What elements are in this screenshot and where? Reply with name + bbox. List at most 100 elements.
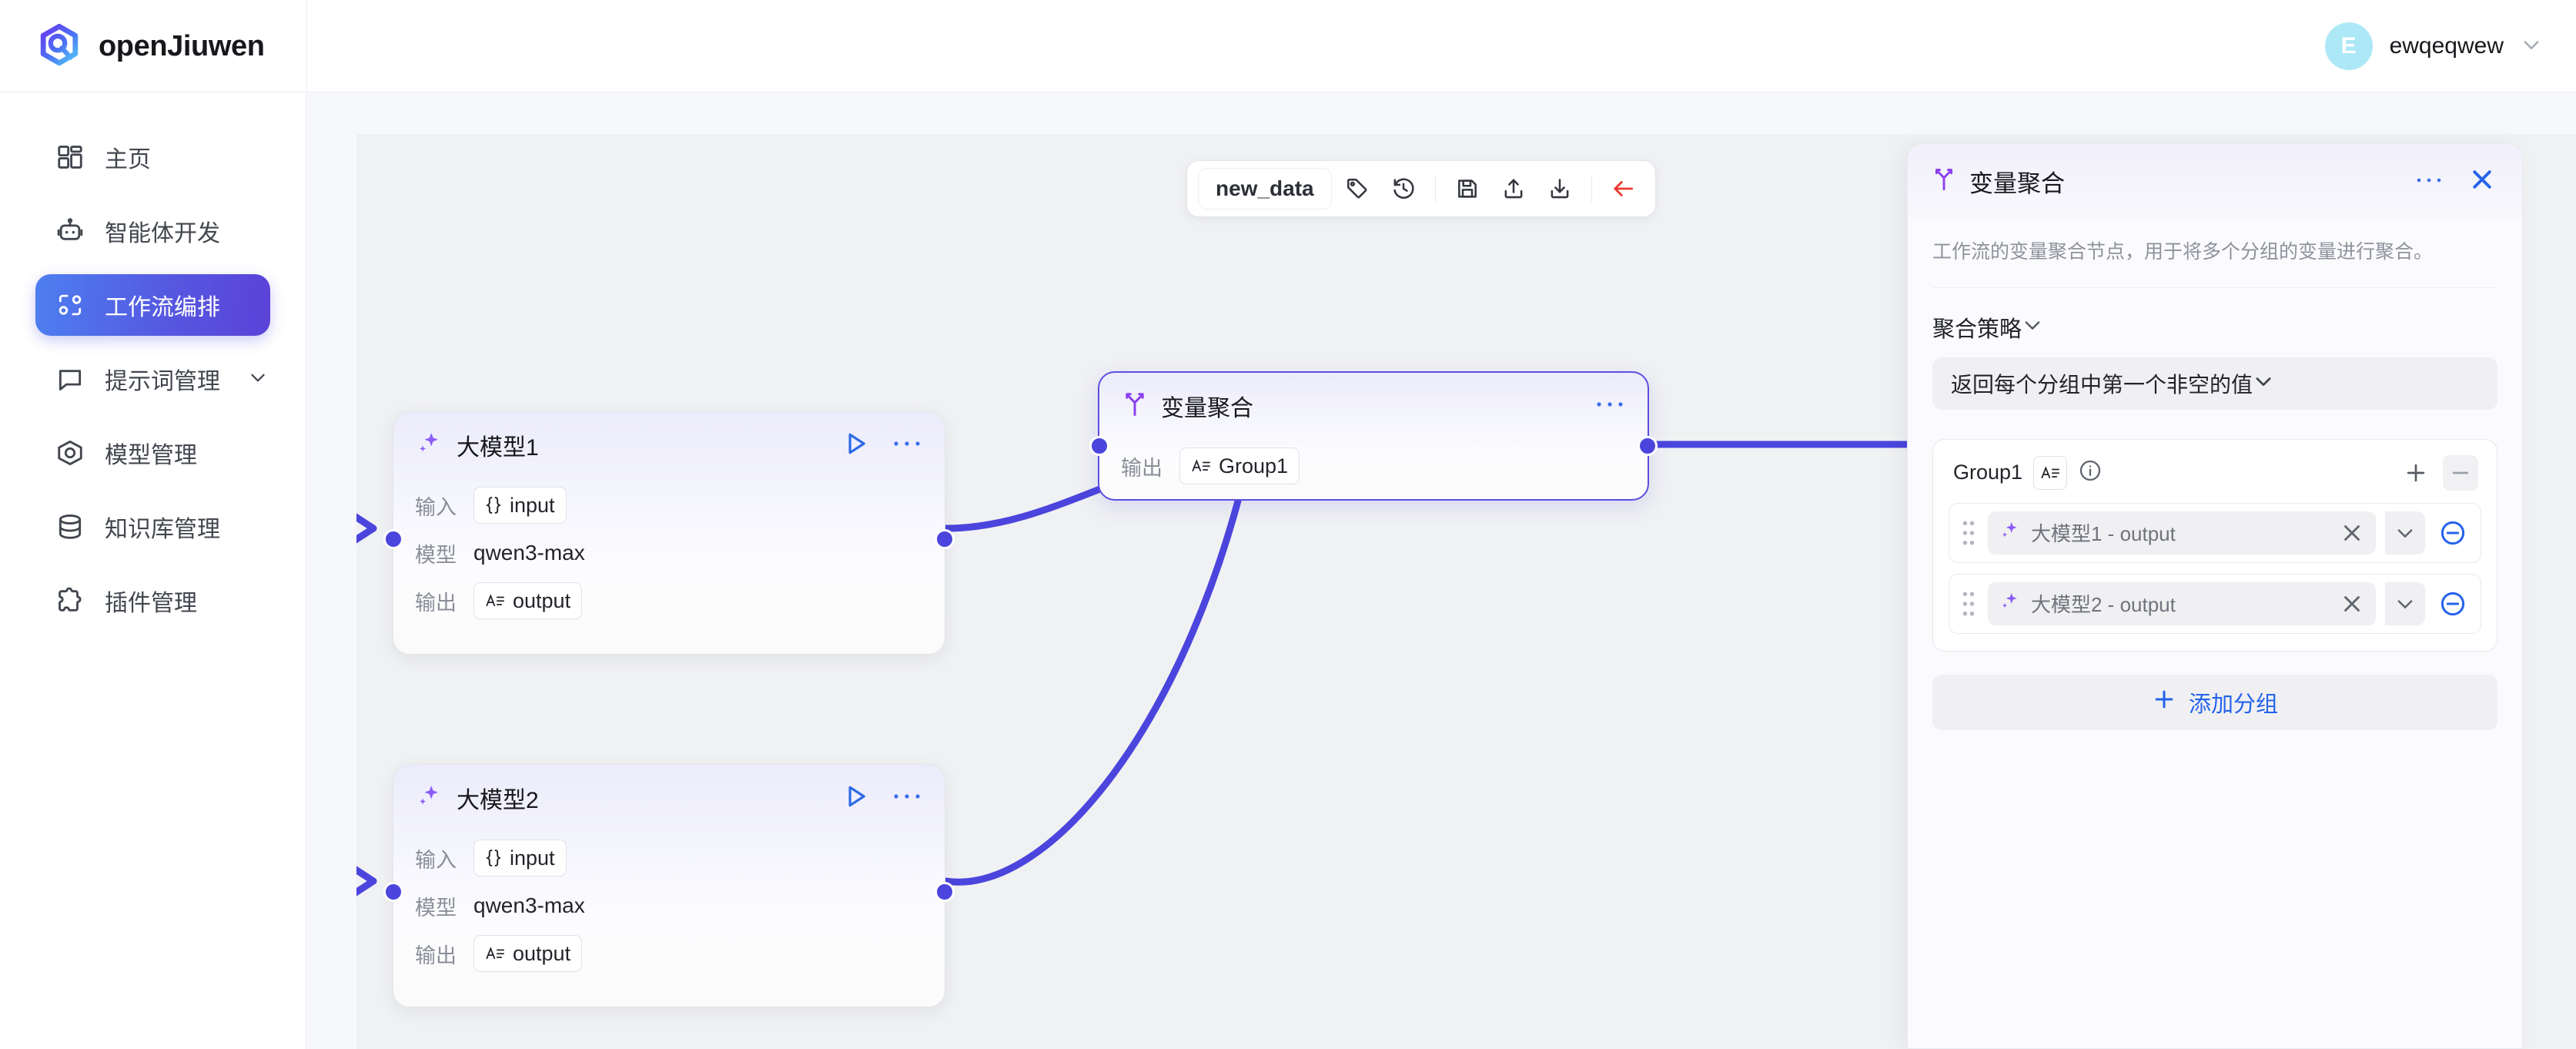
- node-row-output: 输出 output: [415, 930, 923, 977]
- sidebar-item-home[interactable]: 主页: [35, 126, 270, 188]
- sidebar-item-label: 模型管理: [105, 443, 197, 468]
- header-divider: [306, 0, 307, 92]
- node-llm1[interactable]: 大模型1 输入: [383, 411, 955, 655]
- chat-bubble-icon: [55, 364, 85, 394]
- run-node-button[interactable]: [841, 782, 871, 815]
- merge-icon: [1931, 166, 1957, 197]
- download-icon[interactable]: [1539, 168, 1581, 209]
- sidebar-item-label: 插件管理: [105, 591, 197, 616]
- row-label: 模型: [415, 896, 457, 920]
- node-row-input: 输入 input: [415, 481, 923, 529]
- info-icon[interactable]: [2078, 458, 2103, 487]
- chip-label: output: [513, 941, 571, 965]
- input-variable-chip[interactable]: input: [473, 487, 567, 524]
- chip-label: Group1: [1219, 454, 1289, 478]
- close-small-icon[interactable]: [2339, 520, 2365, 546]
- node-input-handle[interactable]: [1089, 436, 1109, 456]
- chip-label: output: [513, 588, 571, 612]
- aggregation-strategy-select[interactable]: 返回每个分组中第一个非空的值: [1932, 357, 2497, 410]
- variable-label: 大模型2 - output: [2031, 593, 2176, 616]
- node-row-model: 模型 qwen3-max: [415, 529, 923, 577]
- node-body: 输入 input 模型 qwen3-max 输出: [393, 478, 945, 625]
- chip-label: input: [510, 846, 555, 870]
- tag-icon[interactable]: [1337, 168, 1378, 209]
- sidebar-item-agent-dev[interactable]: 智能体开发: [35, 200, 270, 262]
- close-icon[interactable]: [2468, 166, 2496, 197]
- sidebar-item-prompt[interactable]: 提示词管理: [35, 348, 270, 410]
- node-header: 大模型2: [393, 765, 945, 831]
- add-group-label: 添加分组: [2188, 692, 2278, 717]
- variable-select-field[interactable]: 大模型2 - output: [1988, 581, 2376, 625]
- sidebar-item-label: 智能体开发: [105, 221, 220, 246]
- node-input-handle[interactable]: [383, 882, 403, 902]
- node-output-handle[interactable]: [935, 529, 955, 549]
- back-arrow-icon[interactable]: [1603, 168, 1644, 209]
- model-value: qwen3-max: [473, 893, 585, 917]
- robot-icon: [55, 216, 85, 246]
- more-horizontal-icon[interactable]: [2416, 174, 2442, 188]
- toolbar-divider: [1434, 175, 1436, 203]
- node-menu-button[interactable]: [892, 791, 922, 805]
- node-row-model: 模型 qwen3-max: [415, 882, 923, 930]
- minus-circle-icon[interactable]: [2434, 514, 2471, 551]
- output-variable-chip[interactable]: output: [473, 935, 583, 972]
- strategy-section-header[interactable]: 聚合策略: [1908, 288, 2522, 357]
- chevron-down-icon[interactable]: [2385, 511, 2425, 555]
- node-output-handle[interactable]: [1638, 436, 1658, 456]
- string-type-icon: [2033, 455, 2068, 490]
- string-type-icon: [486, 947, 504, 960]
- sidebar-item-knowledge[interactable]: 知识库管理: [35, 496, 270, 558]
- output-variable-chip[interactable]: Group1: [1179, 447, 1300, 484]
- variable-select-field[interactable]: 大模型1 - output: [1988, 511, 2376, 555]
- chevron-down-icon[interactable]: [2385, 581, 2425, 625]
- node-title: 大模型2: [457, 788, 539, 813]
- string-type-icon: [486, 594, 504, 607]
- variable-row[interactable]: 大模型1 - output: [1949, 502, 2481, 563]
- collapse-group-button[interactable]: [2443, 454, 2478, 491]
- drag-handle-icon[interactable]: [1959, 518, 1979, 548]
- panel-header: 变量聚合: [1908, 144, 2522, 218]
- node-input-handle[interactable]: [383, 529, 403, 549]
- sidebar-item-plugin[interactable]: 插件管理: [35, 570, 270, 632]
- sparkle-icon: [1999, 519, 2022, 546]
- node-variable-aggregate[interactable]: 变量聚合 输出 Group1: [1089, 371, 1658, 501]
- close-small-icon[interactable]: [2339, 591, 2365, 617]
- user-menu[interactable]: E ewqeqwew: [2324, 0, 2542, 92]
- add-group-button[interactable]: 添加分组: [1932, 674, 2497, 730]
- workflow-name-input[interactable]: new_data: [1198, 168, 1332, 209]
- avatar: E: [2324, 22, 2373, 70]
- chip-label: input: [510, 493, 555, 517]
- group-name[interactable]: Group1: [1953, 461, 2023, 484]
- minus-circle-icon[interactable]: [2434, 585, 2471, 622]
- add-variable-button[interactable]: [2398, 455, 2434, 491]
- input-variable-chip[interactable]: input: [473, 840, 567, 876]
- save-icon[interactable]: [1447, 168, 1488, 209]
- output-variable-chip[interactable]: output: [473, 582, 583, 619]
- node-menu-button[interactable]: [892, 438, 922, 452]
- upload-icon[interactable]: [1493, 168, 1534, 209]
- node-menu-button[interactable]: [1595, 399, 1624, 413]
- top-header: openJiuwen E ewqeqwew: [0, 0, 2576, 92]
- panel-title: 变量聚合: [1969, 169, 2065, 197]
- database-icon: [55, 512, 85, 541]
- node-llm2[interactable]: 大模型2 输入: [383, 764, 955, 1007]
- sidebar-item-model[interactable]: 模型管理: [35, 422, 270, 484]
- chevron-down-icon: [2253, 370, 2274, 396]
- brand[interactable]: openJiuwen: [35, 0, 265, 92]
- sidebar: 主页 智能体开发: [0, 92, 306, 1049]
- dashboard-icon: [55, 142, 85, 172]
- user-name: ewqeqwew: [2389, 33, 2504, 59]
- panel-description: 工作流的变量聚合节点，用于将多个分组的变量进行聚合。: [1932, 241, 2434, 263]
- chevron-down-icon[interactable]: [240, 367, 268, 391]
- history-icon[interactable]: [1383, 168, 1424, 209]
- node-output-handle[interactable]: [935, 882, 955, 902]
- sidebar-item-label: 提示词管理: [105, 369, 220, 394]
- row-label: 模型: [415, 543, 457, 567]
- node-header: 变量聚合: [1099, 373, 1648, 439]
- workflow-toolbar: new_data: [1186, 160, 1656, 217]
- chevron-down-icon[interactable]: [2022, 314, 2043, 340]
- sidebar-item-workflow[interactable]: 工作流编排: [35, 274, 270, 336]
- drag-handle-icon[interactable]: [1959, 588, 1979, 619]
- variable-row[interactable]: 大模型2 - output: [1949, 573, 2481, 634]
- run-node-button[interactable]: [841, 429, 871, 462]
